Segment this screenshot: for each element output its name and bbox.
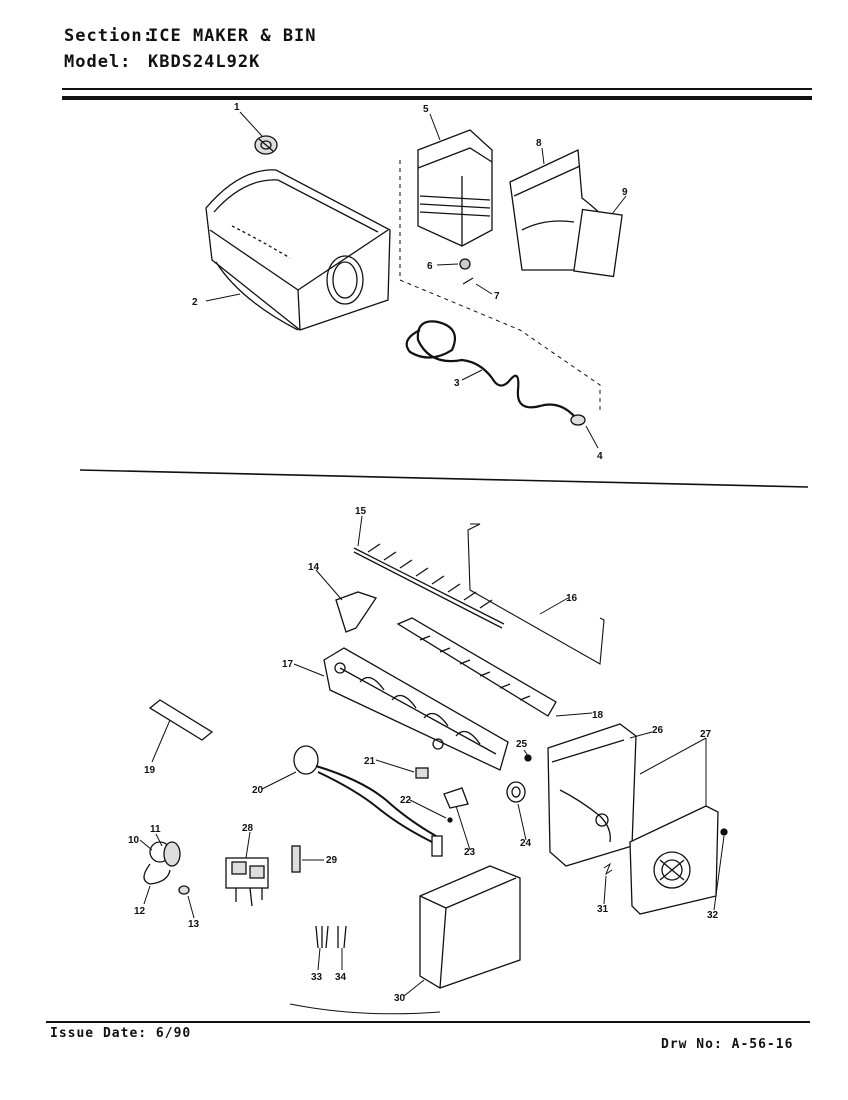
callout-21: 21: [364, 756, 376, 767]
part-chute-drawing: [417, 129, 493, 247]
part-screws-drawing: [315, 925, 347, 949]
part-clip-drawing: [415, 767, 429, 779]
part-nut-drawing: [459, 258, 471, 270]
callout-19: 19: [144, 765, 156, 776]
callout-2: 2: [192, 297, 198, 308]
assembly-dashed-lines: [399, 160, 601, 410]
callout-11: 11: [150, 824, 161, 835]
callout-10: 10: [128, 835, 140, 846]
section-value: ICE MAKER & BIN: [148, 26, 317, 46]
callout-31: 31: [597, 904, 609, 915]
callout-13: 13: [188, 919, 200, 930]
header-rule-bottom: [62, 96, 812, 100]
callout-34: 34: [335, 972, 347, 983]
callout-6: 6: [427, 261, 433, 272]
model-header: Model: KBDS24L92K: [64, 52, 260, 72]
part-stripper-drawing: [353, 543, 505, 629]
callout-5: 5: [423, 104, 429, 115]
callout-labels: 1 2 3 4 5 6 7 8 9 10 11 12 13 14 15 16 1…: [128, 102, 719, 1004]
callout-28: 28: [242, 823, 254, 834]
callout-30: 30: [394, 993, 406, 1004]
callout-3: 3: [454, 378, 460, 389]
callout-25: 25: [516, 739, 528, 750]
part-screw-right-drawing: [720, 828, 728, 836]
callout-33: 33: [311, 972, 323, 983]
issue-date: Issue Date: 6/90: [50, 1026, 192, 1041]
callout-29: 29: [326, 855, 338, 866]
part-cover-box-drawing: [419, 865, 521, 989]
callout-17: 17: [282, 659, 294, 670]
part-knob-drawing: [254, 135, 278, 155]
callout-26: 26: [652, 725, 664, 736]
lower-assembly: [143, 523, 728, 1015]
part-ice-mold-drawing: [323, 647, 509, 771]
callout-14: 14: [308, 562, 320, 573]
drawing-number: Drw No: A-56-16: [661, 1037, 794, 1052]
callout-24: 24: [520, 838, 532, 849]
callout-23: 23: [464, 847, 476, 858]
callout-22: 22: [400, 795, 412, 806]
part-ice-bin-drawing: [205, 169, 391, 331]
part-switch-drawing: [225, 857, 269, 907]
callout-16: 16: [566, 593, 578, 604]
part-rod-drawing: [148, 699, 214, 741]
footer-rule: [46, 1021, 810, 1023]
upper-assembly: [205, 129, 623, 426]
callout-27: 27: [700, 729, 712, 740]
part-bracket-drawing: [443, 787, 469, 809]
leader-lines: [139, 111, 725, 997]
section-header: Section:ICE MAKER & BIN: [64, 26, 317, 46]
cover-curve-line: [289, 1003, 441, 1015]
callout-12: 12: [134, 906, 146, 917]
callout-18: 18: [592, 710, 604, 721]
model-key: Model:: [64, 52, 132, 72]
part-door-flap-drawing: [573, 208, 623, 278]
section-divider: [79, 469, 809, 488]
part-shield-wire-drawing: [467, 523, 605, 665]
callout-4: 4: [597, 451, 603, 462]
model-value: KBDS24L92K: [148, 52, 261, 72]
part-pin-drawing: [447, 817, 453, 823]
part-fitting-drawing: [570, 414, 586, 426]
callout-32: 32: [707, 910, 719, 921]
part-slotted-cover-drawing: [396, 617, 557, 717]
part-thermostat-drawing: [506, 781, 526, 803]
section-key: Section:: [64, 26, 154, 46]
callout-15: 15: [355, 506, 367, 517]
part-heater-harness-drawing: [293, 745, 443, 857]
callout-9: 9: [622, 187, 628, 198]
header-rule-top: [62, 88, 812, 90]
callout-20: 20: [252, 785, 264, 796]
part-water-tube-drawing: [405, 320, 577, 419]
part-valve-drawing: [143, 841, 190, 895]
part-screw-small-drawing: [524, 754, 532, 762]
part-lever-drawing: [335, 591, 378, 633]
callout-7: 7: [494, 291, 500, 302]
callout-1: 1: [234, 102, 240, 113]
part-screw-drawing: [462, 277, 474, 285]
part-spring-drawing: [603, 862, 613, 876]
part-control-housing-drawing: [547, 723, 637, 867]
callout-8: 8: [536, 138, 542, 149]
part-mount-plate-drawing: [629, 805, 719, 915]
part-fuse-drawing: [291, 845, 301, 873]
